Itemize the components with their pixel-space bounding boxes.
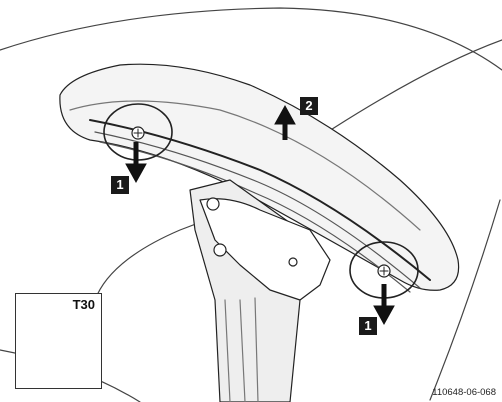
seat-back-line xyxy=(429,199,501,401)
tool-box: T30 xyxy=(15,293,102,389)
step-badge-1-left: 1 xyxy=(111,176,129,194)
seat-outline xyxy=(0,7,502,71)
step-badge-1-right: 1 xyxy=(359,317,377,335)
bracket-screw xyxy=(206,197,220,211)
part-number: 110648-06-068 xyxy=(432,387,496,398)
tool-label: T30 xyxy=(72,297,95,312)
step-badge-2: 2 xyxy=(300,97,318,115)
armrest-top-highlight xyxy=(69,100,421,231)
